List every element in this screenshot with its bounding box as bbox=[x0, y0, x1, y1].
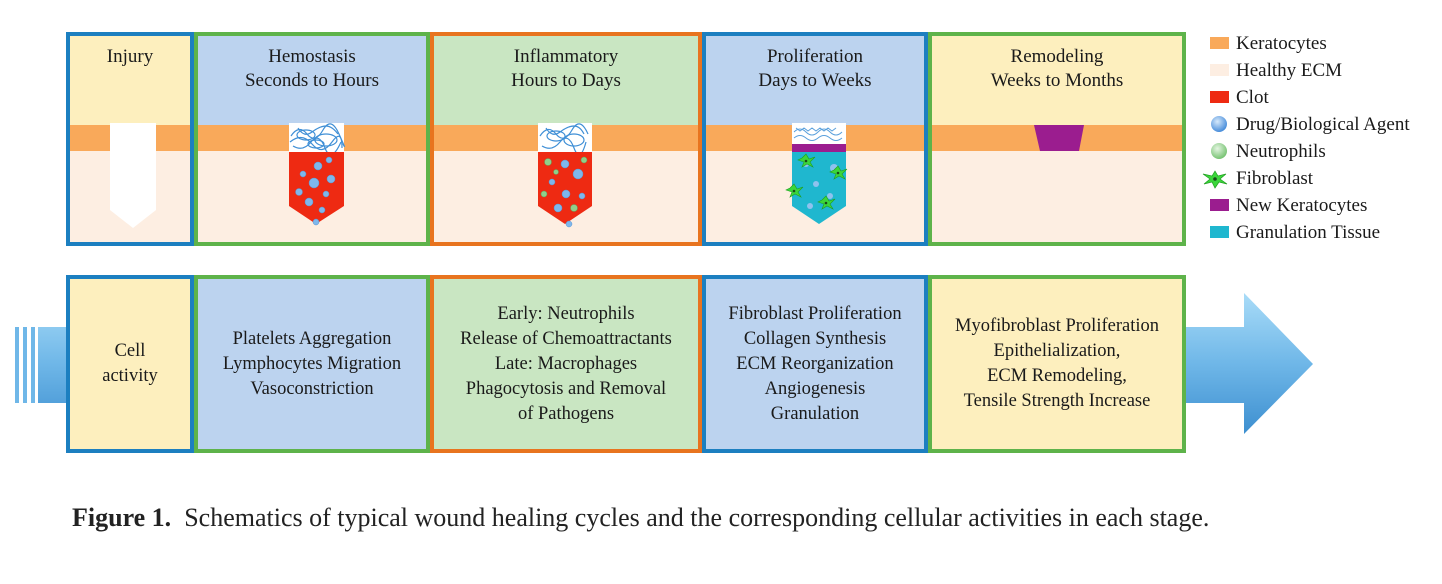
activity-text: Fibroblast Proliferation Collagen Synthe… bbox=[728, 302, 901, 427]
activity-line: Granulation bbox=[770, 403, 860, 424]
activity-line: Early: Neutrophils bbox=[497, 303, 635, 324]
stage-header: Injury bbox=[70, 36, 190, 125]
legend-item-new-keratocytes: New Keratocytes bbox=[1208, 192, 1438, 219]
wound-illustration bbox=[785, 123, 848, 224]
activity-line: of Pathogens bbox=[517, 403, 615, 424]
stage-injury: Injury bbox=[66, 32, 194, 246]
wound-illustration bbox=[110, 123, 156, 228]
activity-line: Late: Macrophages bbox=[494, 353, 638, 374]
granulation-swatch-icon bbox=[1210, 226, 1229, 238]
caption-text: Schematics of typical wound healing cycl… bbox=[184, 503, 1210, 532]
activity-line: Angiogenesis bbox=[764, 378, 866, 399]
new-keratocytes bbox=[792, 144, 846, 152]
activity-text: Cell activity bbox=[102, 339, 157, 389]
fibrin-mesh bbox=[793, 127, 843, 141]
activity-line: Phagocytosis and Removal bbox=[465, 378, 667, 399]
legend-item-neutrophils: Neutrophils bbox=[1208, 138, 1438, 165]
activity-line: Lymphocytes Migration bbox=[222, 353, 402, 374]
caption-label: Figure 1. bbox=[72, 503, 172, 532]
stage-header: Inflammatory Hours to Days bbox=[434, 36, 698, 125]
legend-item-keratocytes: Keratocytes bbox=[1208, 30, 1438, 57]
healed-keratocytes bbox=[1034, 125, 1084, 151]
legend-label: Fibroblast bbox=[1236, 168, 1314, 189]
new-keratocytes-swatch-icon bbox=[1210, 199, 1229, 211]
activity-inflammatory: Early: Neutrophils Release of Chemoattra… bbox=[430, 275, 702, 453]
arrow-stripe bbox=[23, 327, 27, 403]
activity-line: Release of Chemoattractants bbox=[460, 328, 672, 349]
clot-swatch-icon bbox=[1210, 91, 1229, 103]
fibroblast-star-icon bbox=[1202, 170, 1228, 189]
stage-title: Inflammatory bbox=[513, 46, 619, 67]
stage-duration: Days to Weeks bbox=[758, 70, 872, 91]
wound-illustration bbox=[538, 123, 592, 228]
activity-line: Epithelialization, bbox=[993, 341, 1121, 361]
activity-text: Platelets Aggregation Lymphocytes Migrat… bbox=[223, 327, 401, 402]
activity-cell-label: Cell activity bbox=[66, 275, 194, 453]
legend-label: Clot bbox=[1236, 87, 1269, 108]
activity-line: Tensile Strength Increase bbox=[963, 391, 1151, 411]
legend-label: Granulation Tissue bbox=[1236, 222, 1381, 243]
stage-remodeling: Remodeling Weeks to Months bbox=[928, 32, 1186, 246]
arrow-stripe bbox=[15, 327, 19, 403]
fibrin-mesh bbox=[539, 123, 589, 156]
legend-label: Healthy ECM bbox=[1236, 60, 1343, 81]
wound-illustration bbox=[1034, 125, 1084, 151]
keratocytes-swatch-icon bbox=[1210, 37, 1229, 49]
stage-header: Proliferation Days to Weeks bbox=[706, 36, 924, 125]
stage-proliferation: Proliferation Days to Weeks bbox=[702, 32, 928, 246]
open-wound bbox=[110, 123, 156, 228]
legend-item-granulation: Granulation Tissue bbox=[1208, 219, 1438, 246]
activity-hemostasis: Platelets Aggregation Lymphocytes Migrat… bbox=[194, 275, 430, 453]
activity-line: Myofibroblast Proliferation bbox=[955, 316, 1159, 336]
stage-inflammatory: Inflammatory Hours to Days bbox=[430, 32, 702, 246]
legend-label: Drug/Biological Agent bbox=[1236, 114, 1410, 135]
clot-cap bbox=[792, 123, 846, 144]
drug-particles bbox=[295, 156, 336, 226]
legend: Keratocytes Healthy ECM Clot Drug/Biolog… bbox=[1202, 30, 1438, 246]
legend-label: Neutrophils bbox=[1236, 141, 1326, 162]
activity-line: activity bbox=[102, 366, 158, 386]
activity-line: Vasoconstriction bbox=[250, 378, 374, 399]
legend-item-healthy-ecm: Healthy ECM bbox=[1208, 57, 1438, 84]
arrow-stripe bbox=[31, 327, 35, 403]
activity-remodeling: Myofibroblast Proliferation Epithelializ… bbox=[928, 275, 1186, 453]
figure-caption: Figure 1. Schematics of typical wound he… bbox=[72, 499, 1392, 537]
legend-item-clot: Clot bbox=[1208, 84, 1438, 111]
stage-header: Remodeling Weeks to Months bbox=[932, 36, 1182, 125]
stage-title: Remodeling bbox=[1010, 46, 1104, 67]
activity-line: Cell bbox=[114, 341, 146, 361]
activity-proliferation: Fibroblast Proliferation Collagen Synthe… bbox=[702, 275, 928, 453]
healthy-ecm-swatch-icon bbox=[1210, 64, 1229, 76]
stage-title: Proliferation bbox=[766, 46, 864, 67]
legend-label: Keratocytes bbox=[1236, 33, 1327, 54]
legend-item-fibroblast: Fibroblast bbox=[1202, 165, 1438, 192]
activity-line: Collagen Synthesis bbox=[743, 328, 887, 349]
wound-illustration bbox=[289, 123, 345, 226]
activity-line: Fibroblast Proliferation bbox=[728, 303, 902, 324]
stage-title: Injury bbox=[106, 46, 154, 67]
legend-label: New Keratocytes bbox=[1236, 195, 1368, 216]
stage-duration: Weeks to Months bbox=[990, 70, 1124, 91]
clot bbox=[289, 152, 344, 224]
stage-duration: Seconds to Hours bbox=[244, 70, 380, 91]
drug-particles bbox=[548, 159, 586, 228]
legend-item-drug: Drug/Biological Agent bbox=[1208, 111, 1438, 138]
stage-title: Hemostasis bbox=[268, 46, 356, 67]
stage-duration: Hours to Days bbox=[511, 70, 621, 91]
activity-line: ECM Reorganization bbox=[736, 353, 894, 374]
stage-hemostasis: Hemostasis Seconds to Hours bbox=[194, 32, 430, 246]
drug-dot-icon bbox=[1211, 116, 1227, 132]
activity-line: ECM Remodeling, bbox=[987, 366, 1127, 386]
neutrophils bbox=[540, 156, 588, 212]
activity-text: Early: Neutrophils Release of Chemoattra… bbox=[460, 302, 672, 427]
ecm-layer bbox=[932, 151, 1182, 242]
neutrophil-dot-icon bbox=[1211, 143, 1227, 159]
activity-text: Myofibroblast Proliferation Epithelializ… bbox=[955, 314, 1159, 414]
activity-line: Platelets Aggregation bbox=[232, 328, 392, 349]
stage-header: Hemostasis Seconds to Hours bbox=[198, 36, 426, 125]
